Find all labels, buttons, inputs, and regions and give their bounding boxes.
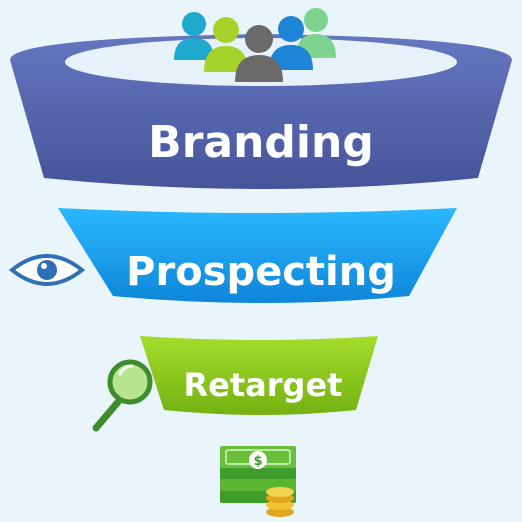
tier-branding-label: Branding [148,117,374,168]
tier-prospecting: Prospecting [58,208,457,303]
people-group-icon [174,8,336,82]
magnifier-icon [92,359,153,432]
tier-prospecting-label: Prospecting [126,249,396,295]
money-stack-icon: $ [220,446,296,517]
tier-retarget-shape [140,336,378,415]
svg-text:$: $ [253,454,262,469]
tier-prospecting-shape [58,208,457,303]
eye-icon [8,254,86,286]
tier-retarget: Retarget [140,336,378,415]
tier-branding: Branding [10,34,512,189]
tier-retarget-label: Retarget [184,366,343,404]
